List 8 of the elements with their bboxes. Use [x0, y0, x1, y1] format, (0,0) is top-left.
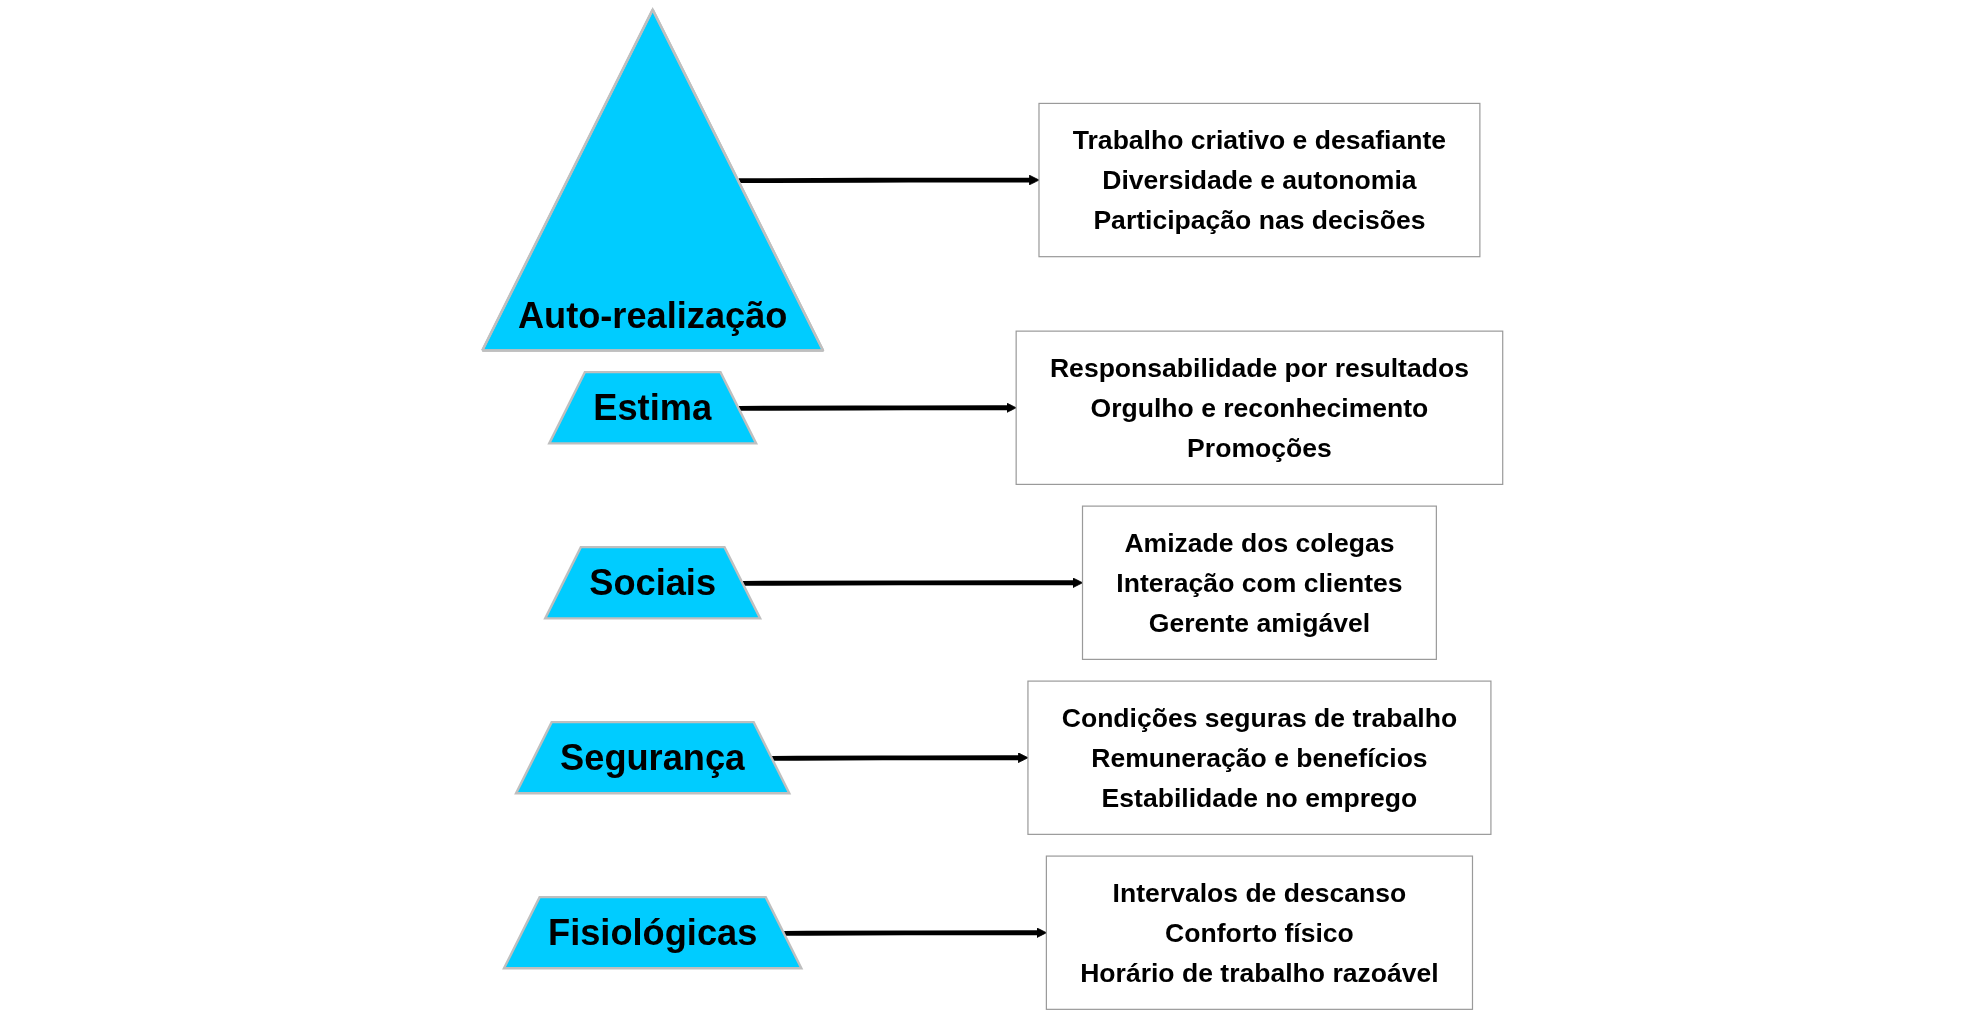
node-box: Responsabilidade por resultados Orgulho e reconhecimento Promoções [1015, 330, 1504, 485]
arrow [784, 927, 1047, 939]
node-box: Intervalos de descanso Conforto físico Horário de trabalho razoável [1045, 855, 1474, 1010]
arrow [738, 402, 1017, 414]
node-box: Condições seguras de trabalho Remuneração e benefícios Estabilidade no emprego [1027, 680, 1492, 835]
node-box: Trabalho criativo e desafiante Diversidade e autonomia Participação nas decisões [1038, 102, 1481, 258]
node-box: Amizade dos colegas Interação com clientes Gerente amigável [1081, 505, 1437, 660]
arrow [742, 577, 1083, 589]
